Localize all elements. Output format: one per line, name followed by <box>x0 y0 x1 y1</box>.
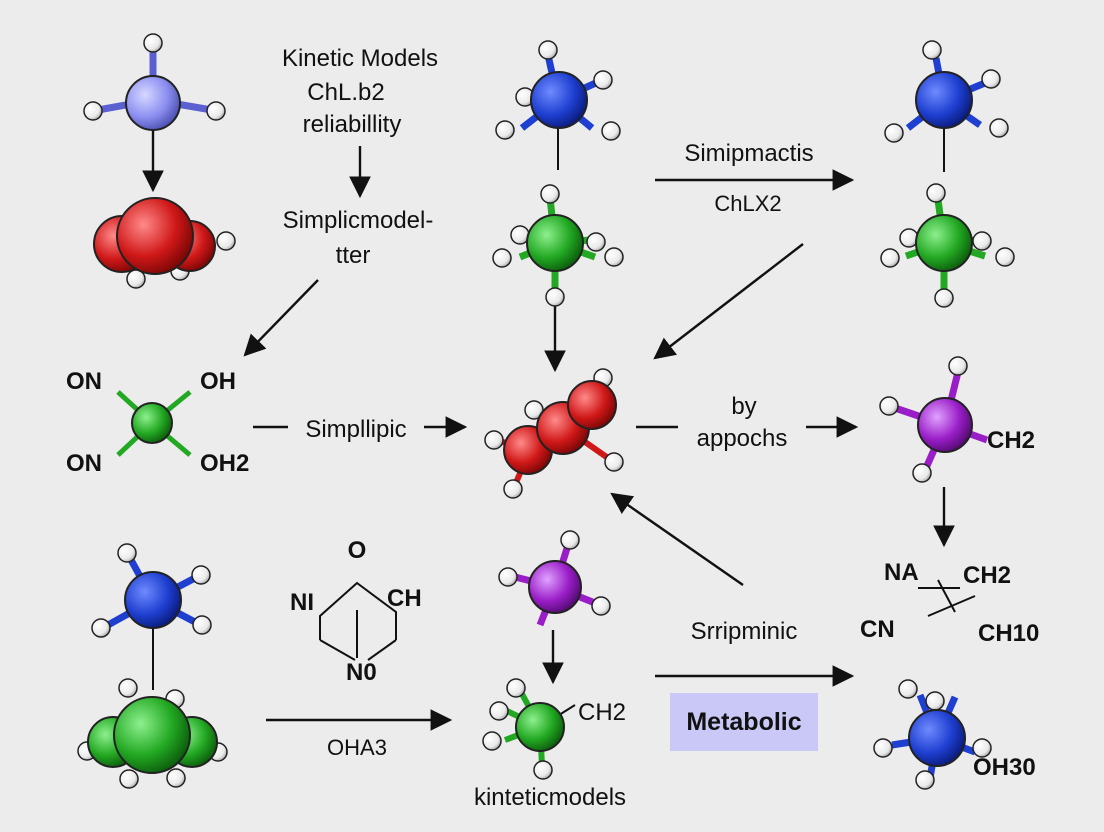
molecule-blue-bottom-left <box>91 543 212 690</box>
ring-label-ni: NI <box>290 589 314 616</box>
label-oh30: OH30 <box>973 754 1036 781</box>
molecule-green-cluster <box>77 678 228 789</box>
top-right-line-2: ChLX2 <box>714 191 782 216</box>
label-by: by <box>731 393 757 420</box>
molecule-green-top-center <box>492 184 624 307</box>
molecule-red-chain <box>484 368 624 499</box>
arrow-diagonal-to-center <box>653 243 804 360</box>
arrow-to-cross-molecule <box>243 279 319 357</box>
label-srripminic: Srripminic <box>690 618 798 645</box>
molecule-lavender <box>83 33 226 131</box>
molecule-green-top-right <box>880 183 1015 308</box>
title-line-1: Kinetic Models <box>281 45 439 72</box>
left-mid-line-1: Simplicmodel- <box>282 207 434 234</box>
molecule-blue-top-right <box>884 40 1009 172</box>
label-ch2-right: CH2 <box>987 427 1036 454</box>
label-oh2: OH2 <box>200 450 250 477</box>
label-ch2-bottom-center: CH2 <box>578 699 627 726</box>
label-appochs: appochs <box>696 425 788 452</box>
label-cn: CN <box>860 616 895 643</box>
metabolic-badge: Metabolic <box>686 707 802 736</box>
label-oh-top: OH <box>200 368 236 395</box>
label-na: NA <box>884 559 919 586</box>
label-na-ch2: CH2 <box>963 562 1012 589</box>
molecule-red-cluster <box>93 197 236 289</box>
arrow-up-to-center <box>610 492 744 586</box>
label-ch10: CH10 <box>978 620 1040 647</box>
molecule-purple-bottom <box>498 530 611 627</box>
ring-label-o: O <box>347 537 367 564</box>
molecule-green-bottom <box>482 678 576 780</box>
label-oha3: OHA3 <box>327 735 387 760</box>
label-on-bottom: ON <box>66 450 102 477</box>
top-right-line-1: Simipmactis <box>684 140 814 167</box>
label-on-top: ON <box>66 368 102 395</box>
title-line-3: reliabillity <box>302 111 402 138</box>
molecule-purple-right <box>879 356 989 483</box>
arrows <box>142 122 955 731</box>
molecule-blue-top-center <box>495 40 621 170</box>
molecule-ring <box>319 581 397 661</box>
left-mid-line-2: tter <box>335 242 371 269</box>
label-kinteticmodels: kinteticmodels <box>473 784 627 811</box>
ring-label-ch: CH <box>387 585 422 612</box>
molecule-cross <box>116 390 192 457</box>
ring-label-n0: N0 <box>346 659 377 686</box>
metabolic-badge-bg <box>670 693 818 751</box>
title-line-2: ChL.b2 <box>307 79 385 106</box>
label-simpllipic: Simpllipic <box>305 416 407 443</box>
molecule-na-cross <box>918 579 976 617</box>
molecule-blue-bottom-right <box>873 679 992 790</box>
